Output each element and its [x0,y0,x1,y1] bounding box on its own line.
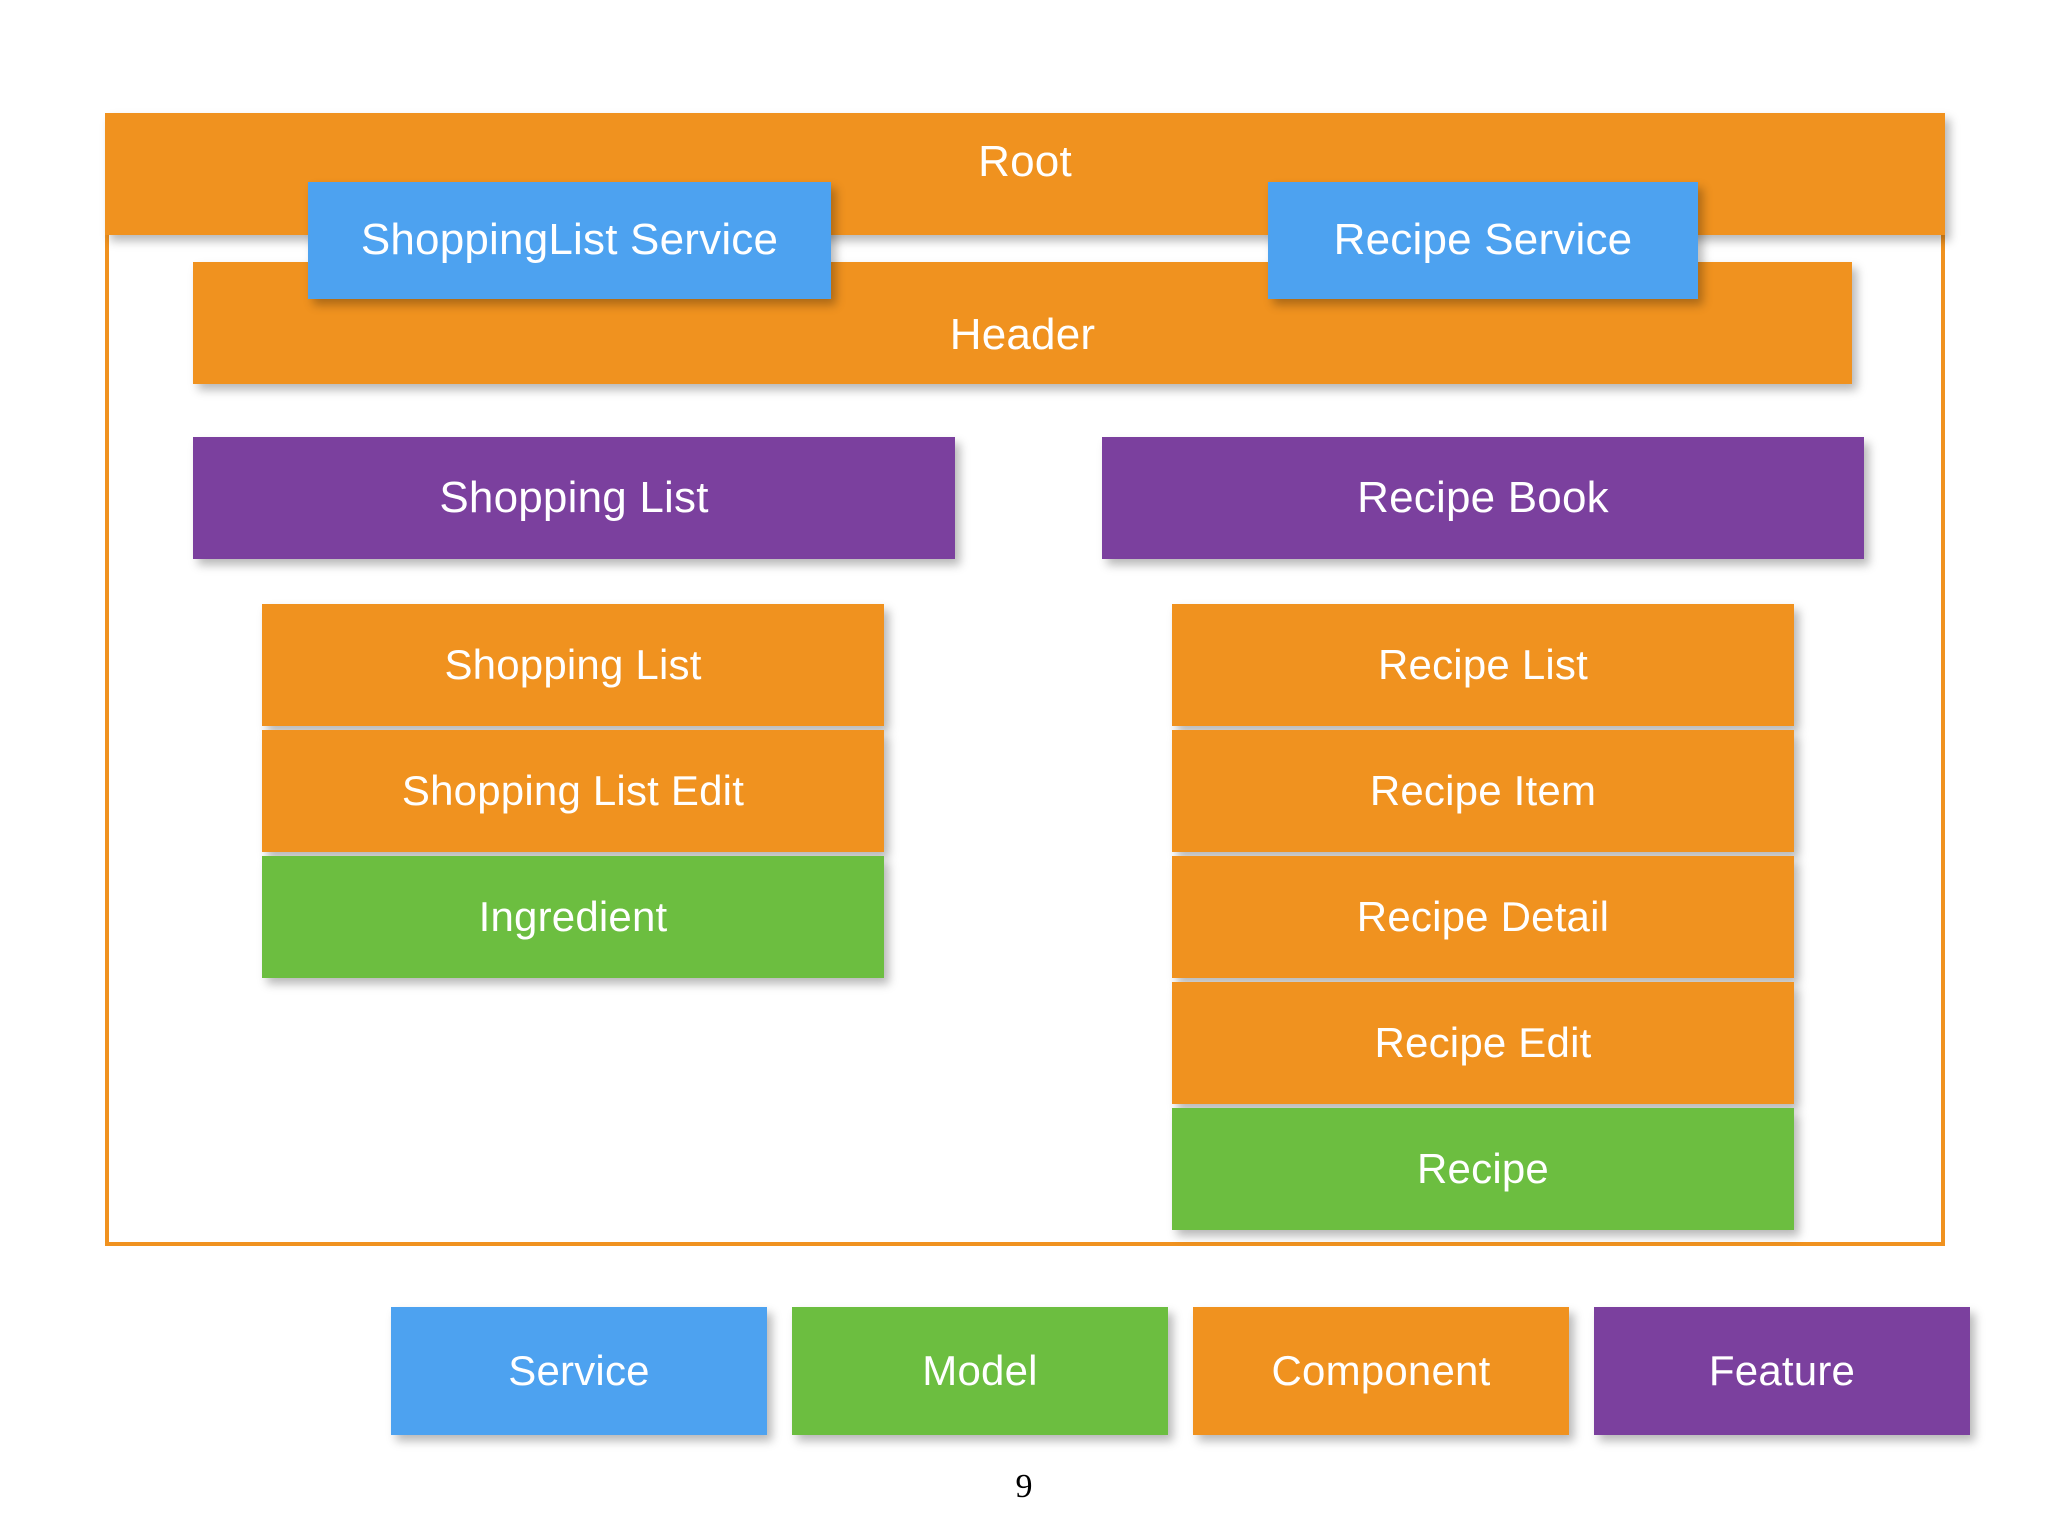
recipe-list-component-box[interactable]: Recipe List [1172,604,1794,726]
recipe-service-box[interactable]: Recipe Service [1268,182,1698,299]
legend: Service Model Component Feature [391,1307,1970,1435]
recipe-edit-component-label: Recipe Edit [1374,1018,1592,1066]
shopping-list-feature-label: Shopping List [439,472,709,522]
shopping-list-component-box[interactable]: Shopping List [262,604,884,726]
recipe-model-label: Recipe [1417,1144,1549,1192]
shopping-list-edit-component-label: Shopping List Edit [401,766,745,814]
shopping-list-edit-component-box[interactable]: Shopping List Edit [262,730,884,852]
shoppinglist-service-label: ShoppingList Service [360,215,779,265]
recipe-service-label: Recipe Service [1333,215,1633,265]
recipe-item-component-box[interactable]: Recipe Item [1172,730,1794,852]
legend-item-service[interactable]: Service [391,1307,767,1435]
recipe-item-component-label: Recipe Item [1369,766,1597,814]
recipe-book-feature-label: Recipe Book [1357,472,1609,522]
ingredient-model-label: Ingredient [478,892,668,940]
recipe-book-column: Recipe List Recipe Item Recipe Detail Re… [1172,604,1794,1234]
shoppinglist-service-box[interactable]: ShoppingList Service [308,182,831,299]
ingredient-model-box[interactable]: Ingredient [262,856,884,978]
recipe-list-component-label: Recipe List [1378,640,1588,688]
shopping-list-column: Shopping List Shopping List Edit Ingredi… [262,604,884,982]
recipe-book-feature-box[interactable]: Recipe Book [1102,437,1864,559]
legend-item-feature-label: Feature [1708,1346,1856,1394]
recipe-detail-component-label: Recipe Detail [1356,892,1610,940]
legend-item-feature[interactable]: Feature [1594,1307,1970,1435]
recipe-edit-component-box[interactable]: Recipe Edit [1172,982,1794,1104]
shopping-list-component-label: Shopping List [444,640,702,688]
root-component-label: Root [978,137,1072,186]
header-component-label: Header [949,309,1096,359]
legend-item-component[interactable]: Component [1193,1307,1569,1435]
page-number: 9 [1015,1468,1033,1505]
legend-item-model-label: Model [922,1346,1038,1394]
legend-item-component-label: Component [1271,1346,1491,1394]
recipe-model-box[interactable]: Recipe [1172,1108,1794,1230]
legend-item-service-label: Service [508,1346,650,1394]
shopping-list-feature-box[interactable]: Shopping List [193,437,955,559]
legend-item-model[interactable]: Model [792,1307,1168,1435]
recipe-detail-component-box[interactable]: Recipe Detail [1172,856,1794,978]
